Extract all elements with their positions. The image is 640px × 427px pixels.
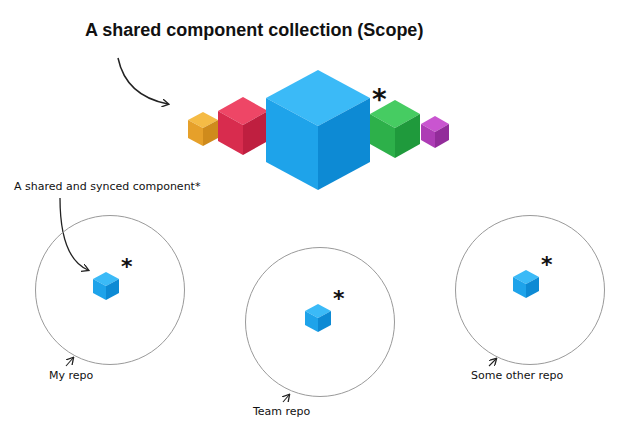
- repo-label: Some other repo: [471, 369, 563, 382]
- leader-arrow: [283, 395, 289, 402]
- scope-hexagon: *: [165, 84, 475, 166]
- repo-hexagon: *: [81, 259, 137, 313]
- orange-cube: [188, 112, 218, 146]
- repo-circle: My repo*: [35, 215, 185, 365]
- leader-arrow: [60, 198, 88, 270]
- purple-cube: [421, 116, 449, 148]
- diagram-title: A shared component collection (Scope): [85, 20, 423, 41]
- repo-circle: Some other repo*: [455, 215, 605, 365]
- repo-circle: Team repo*: [245, 247, 395, 397]
- small-blue-cube: [513, 270, 539, 298]
- repo-hexagon: *: [293, 291, 349, 345]
- leader-arrow: [118, 58, 168, 104]
- small-blue-cube: [93, 272, 119, 300]
- leader-arrow: [66, 358, 73, 366]
- red-cube: [218, 97, 268, 155]
- asterisk-mark: *: [333, 288, 345, 310]
- repo-hexagon: *: [501, 257, 557, 311]
- leader-arrow: [489, 359, 496, 366]
- repo-label: My repo: [49, 369, 93, 382]
- callout-note: A shared and synced component*: [12, 180, 202, 193]
- repo-label: Team repo: [253, 405, 310, 418]
- small-blue-cube: [305, 304, 331, 332]
- sync-channel: [393, 165, 501, 260]
- asterisk-mark: *: [121, 256, 133, 278]
- big-blue-cube: [266, 70, 370, 190]
- hexagon-outline: [165, 84, 475, 166]
- asterisk-mark: *: [541, 254, 553, 276]
- asterisk-mark: *: [372, 86, 387, 114]
